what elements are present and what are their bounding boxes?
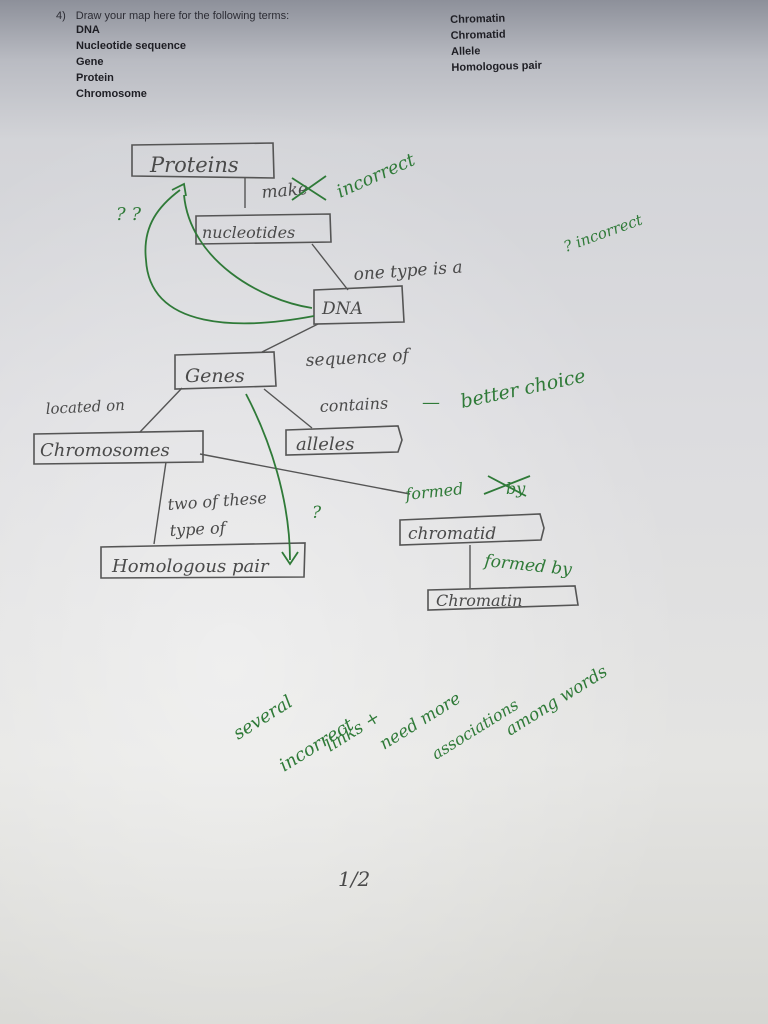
node-homologous-pair-label: Homologous pair — [111, 556, 270, 577]
node-homologous-pair: Homologous pair — [100, 542, 306, 579]
term-nucleotide-sequence: Nucleotide sequence — [76, 40, 187, 52]
question-prompt: Draw your map here for the following ter… — [75, 10, 290, 22]
node-dna-label: DNA — [321, 299, 363, 319]
score: 1/2 — [338, 867, 370, 891]
label-one-type-is-a: one type is a — [353, 257, 463, 285]
node-proteins: Proteins — [131, 142, 275, 179]
label-contains: contains — [319, 393, 388, 416]
label-sequence-of: sequence of — [305, 345, 412, 371]
term-dna: DNA — [76, 24, 100, 36]
feedback-incorrect-2: ? incorrect — [561, 210, 645, 255]
terms-list-left: DNA Nucleotide sequence Gene Protein Chr… — [76, 22, 186, 102]
feedback-dash: — — [422, 392, 440, 413]
arrow-dna-to-proteins — [144, 182, 315, 325]
strike-make — [291, 175, 327, 201]
node-genes-label: Genes — [185, 365, 245, 387]
feedback-several: several — [230, 691, 297, 744]
strike-by — [483, 475, 531, 497]
node-chromatid: chromatid — [399, 513, 545, 546]
link-genes-chromosomes — [139, 387, 183, 433]
node-chromosomes-label: Chromosomes — [40, 440, 170, 461]
node-nucleotides: nucleotides — [195, 213, 332, 245]
link-dna-genes — [261, 323, 319, 353]
link-chromosomes-homologous — [153, 461, 167, 545]
node-chromatin: Chromatin — [427, 585, 579, 611]
label-type-of: type of — [169, 518, 229, 540]
node-alleles-label: alleles — [296, 434, 355, 455]
label-two-of-these: two of these — [167, 488, 267, 514]
question-number: 4) — [56, 10, 66, 22]
link-nucleotides-dna — [311, 243, 349, 291]
feedback-question-marks: ? ? — [116, 204, 141, 225]
node-proteins-label: Proteins — [149, 153, 239, 177]
node-chromatin-label: Chromatin — [436, 591, 522, 610]
term-gene: Gene — [76, 56, 104, 68]
feedback-incorrect-1: incorrect — [333, 149, 418, 202]
node-dna: DNA — [313, 285, 405, 325]
term-chromosome: Chromosome — [76, 88, 147, 100]
arrow-genes-to-homologous — [245, 393, 299, 566]
term-protein: Protein — [76, 72, 114, 84]
node-alleles: alleles — [285, 425, 403, 456]
label-formed: formed — [403, 479, 464, 504]
node-genes: Genes — [174, 351, 277, 390]
arrow-dna-to-proteins-2 — [183, 194, 313, 309]
feedback-among-words: among words — [502, 662, 611, 741]
node-chromatid-label: chromatid — [408, 524, 496, 544]
feedback-question-mark-2: ? — [312, 503, 322, 523]
label-formed-by: formed by — [481, 551, 573, 580]
label-make: make — [261, 179, 309, 203]
node-nucleotides-label: nucleotides — [202, 223, 295, 242]
link-genes-alleles — [263, 388, 313, 429]
link-chromosomes-chromatid — [199, 453, 411, 495]
feedback-better-choice: better choice — [458, 365, 587, 413]
question-header: 4) Draw your map here for the following … — [56, 8, 289, 24]
node-chromosomes: Chromosomes — [33, 430, 204, 465]
label-located-on: located on — [45, 396, 125, 418]
